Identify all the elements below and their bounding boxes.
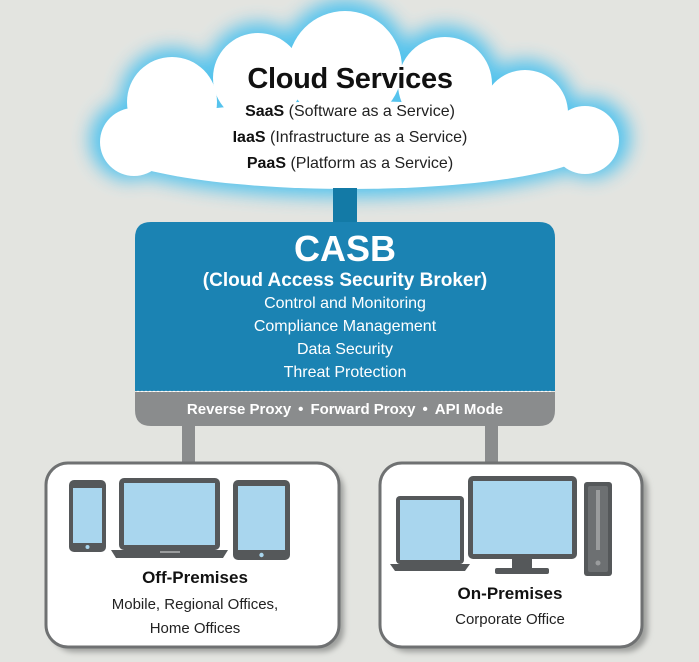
service-abbr: PaaS — [246, 155, 286, 172]
monitor-icon — [468, 476, 577, 574]
service-abbr: IaaS — [232, 129, 266, 146]
service-iaas: IaaS (Infrastructure as a Service) — [185, 129, 515, 147]
off-premises-description: Mobile, Regional Offices, — [111, 596, 279, 613]
laptop-icon — [111, 478, 228, 558]
casb-title: CASB — [293, 228, 396, 269]
mode-reverse-proxy: Reverse Proxy — [186, 401, 292, 418]
service-abbr: SaaS — [245, 103, 285, 120]
laptop-icon — [390, 496, 470, 571]
service-paas: PaaS (Platform as a Service) — [185, 155, 515, 173]
feature-item: Compliance Management — [253, 318, 437, 335]
feature-item: Control and Monitoring — [264, 295, 426, 312]
service-full: (Platform as a Service) — [290, 155, 454, 172]
service-full: (Software as a Service) — [288, 103, 455, 120]
cloud-services-title: Cloud Services — [247, 63, 453, 95]
mode-separator: • — [298, 401, 304, 418]
mode-bar — [135, 392, 555, 426]
casb-box — [135, 222, 555, 391]
on-premises-connector — [485, 420, 498, 470]
service-saas: SaaS (Software as a Service) — [185, 103, 515, 121]
off-premises-connector — [182, 420, 195, 470]
off-premises-title: Off-Premises — [142, 568, 248, 587]
feature-item: Threat Protection — [283, 364, 407, 381]
phone-icon — [69, 480, 106, 552]
cloud-shape — [100, 11, 619, 189]
tablet-icon — [233, 480, 290, 560]
on-premises-description: Corporate Office — [455, 611, 565, 628]
mode-separator: • — [422, 401, 428, 418]
service-full: (Infrastructure as a Service) — [269, 129, 468, 146]
mode-forward-proxy: Forward Proxy — [310, 401, 416, 418]
casb-subtitle: (Cloud Access Security Broker) — [202, 270, 488, 291]
mode-api: API Mode — [434, 401, 504, 418]
on-premises-title: On-Premises — [457, 584, 563, 603]
off-premises-description: Home Offices — [149, 620, 241, 637]
cloud-connector — [333, 188, 357, 228]
deployment-modes: Reverse Proxy • Forward Proxy • API Mode — [135, 401, 555, 418]
tower-icon — [584, 482, 612, 576]
feature-item: Data Security — [296, 341, 394, 358]
